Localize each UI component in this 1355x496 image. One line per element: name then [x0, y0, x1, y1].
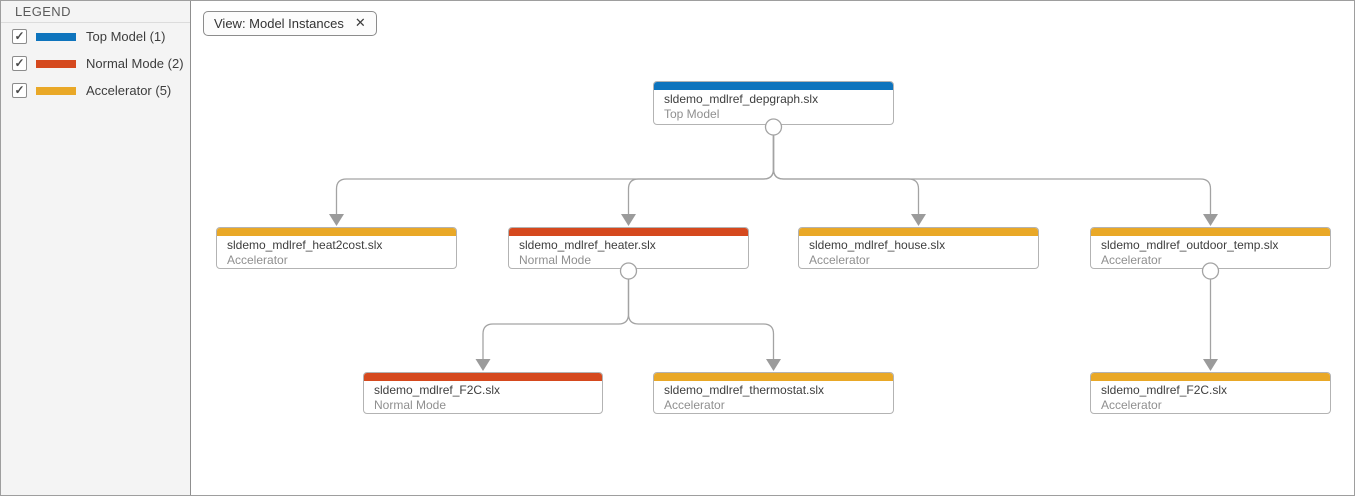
- legend-item-accelerator: ✓ Accelerator (5): [1, 77, 190, 104]
- node-mode-bar: [654, 373, 893, 381]
- legend-label-top-model: Top Model (1): [86, 29, 166, 44]
- legend-label-accelerator: Accelerator (5): [86, 83, 172, 98]
- checkbox-normal-mode[interactable]: ✓: [12, 56, 27, 71]
- legend-title: LEGEND: [1, 1, 190, 23]
- view-filter-label: View: Model Instances: [214, 15, 344, 31]
- node-subtitle: Normal Mode: [519, 253, 592, 267]
- node-mode-bar: [217, 228, 456, 236]
- node-subtitle: Accelerator: [227, 253, 288, 267]
- legend-swatch-accelerator: [36, 86, 76, 95]
- node-mode-bar: [799, 228, 1038, 236]
- node-mode-bar: [654, 82, 893, 90]
- node-title: sldemo_mdlref_F2C.slx: [374, 383, 501, 397]
- node-title: sldemo_mdlref_F2C.slx: [1101, 383, 1228, 397]
- checkbox-top-model[interactable]: ✓: [12, 29, 27, 44]
- node-subtitle: Top Model: [664, 107, 720, 121]
- node-mode-bar: [364, 373, 602, 381]
- node-subtitle: Accelerator: [1101, 398, 1162, 412]
- node-title: sldemo_mdlref_heat2cost.slx: [227, 238, 383, 252]
- node-title: sldemo_mdlref_depgraph.slx: [664, 92, 819, 106]
- legend-label-normal-mode: Normal Mode (2): [86, 56, 184, 71]
- node-subtitle: Accelerator: [664, 398, 725, 412]
- node-title: sldemo_mdlref_outdoor_temp.slx: [1101, 238, 1279, 252]
- node-mode-bar: [1091, 373, 1330, 381]
- checkbox-accelerator[interactable]: ✓: [12, 83, 27, 98]
- node-subtitle: Accelerator: [809, 253, 870, 267]
- legend-swatch-normal-mode: [36, 59, 76, 68]
- node-title: sldemo_mdlref_house.slx: [809, 238, 946, 252]
- legend-panel: LEGEND ✓ Top Model (1) ✓ Normal Mode (2) ✓ Ac…: [1, 1, 191, 495]
- node-title: sldemo_mdlref_thermostat.slx: [664, 383, 825, 397]
- legend-swatch-top-model: [36, 32, 76, 41]
- node-mode-bar: [1091, 228, 1330, 236]
- legend-item-normal-mode: ✓ Normal Mode (2): [1, 50, 190, 77]
- node-title: sldemo_mdlref_heater.slx: [519, 238, 656, 252]
- view-filter-chip[interactable]: View: Model Instances ✕: [203, 11, 377, 36]
- node-subtitle: Accelerator: [1101, 253, 1162, 267]
- node-mode-bar: [509, 228, 748, 236]
- close-icon[interactable]: ✕: [354, 15, 366, 30]
- legend-items: ✓ Top Model (1) ✓ Normal Mode (2) ✓ Accelerat…: [1, 23, 190, 104]
- legend-item-top-model: ✓ Top Model (1): [1, 23, 190, 50]
- node-subtitle: Normal Mode: [374, 398, 447, 412]
